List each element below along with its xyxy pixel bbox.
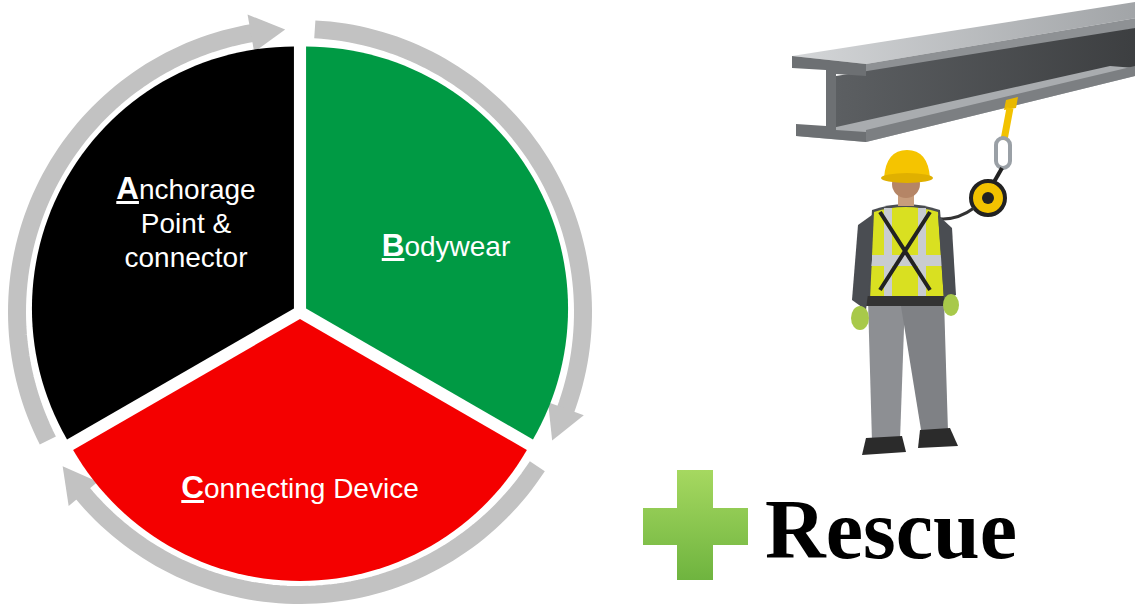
cycle-arrow	[63, 466, 538, 595]
worker-boot	[918, 428, 958, 448]
worker-glove	[851, 306, 869, 330]
sector-black: Anchorage Point & connector	[29, 44, 296, 442]
arrow-head	[248, 15, 286, 52]
rescue-label: Rescue	[765, 488, 1017, 572]
sector-shape	[71, 317, 529, 583]
beam-end-profile	[792, 56, 866, 142]
worker-glove	[943, 294, 959, 316]
sector-shape	[304, 44, 571, 442]
cycle-arrow	[315, 29, 584, 440]
hard-hat-brim	[881, 173, 933, 183]
sector-red: Connecting Device	[71, 317, 529, 583]
i-beam	[792, 2, 1135, 142]
worker-boot	[862, 436, 906, 455]
beam-bottom-flange-side	[866, 60, 1135, 142]
anchor-strap	[1004, 97, 1018, 110]
cycle-arrow	[17, 15, 285, 441]
sector-fill	[32, 47, 294, 440]
sector-label: Anchorage Point & connector	[91, 170, 281, 275]
rescue-cross	[643, 470, 748, 580]
beam-underside	[796, 66, 1135, 142]
link	[994, 168, 1002, 182]
lanyard-strap	[1004, 108, 1010, 140]
sector-fill	[73, 319, 527, 581]
arrow-shaft	[315, 29, 583, 411]
retractable-lifeline	[971, 181, 1005, 215]
sector-label: Bodywear	[382, 227, 511, 265]
arrow-shaft	[17, 33, 253, 441]
arrow-head	[548, 402, 584, 440]
worker-leg	[868, 300, 905, 442]
sector-green: Bodywear	[304, 44, 571, 442]
lifeline-hub	[982, 192, 994, 204]
arrow-head	[63, 466, 98, 506]
carabiner	[996, 138, 1010, 168]
worker-arm	[938, 215, 956, 300]
worker-leg	[900, 300, 948, 436]
green-cross	[643, 470, 748, 580]
worker-figure	[851, 150, 959, 455]
sector-fill	[306, 47, 568, 440]
sector-shape	[29, 44, 296, 442]
worker-arm	[852, 215, 872, 310]
hi-vis-vest	[870, 207, 944, 300]
arrow-shaft	[82, 466, 538, 595]
worker-shirt	[866, 204, 948, 305]
harness-strap	[880, 212, 930, 290]
harness-belt	[866, 296, 946, 306]
label-holder: Rescue	[765, 488, 1017, 572]
sector-label: Connecting Device	[181, 469, 418, 507]
lanyard	[934, 97, 1018, 219]
